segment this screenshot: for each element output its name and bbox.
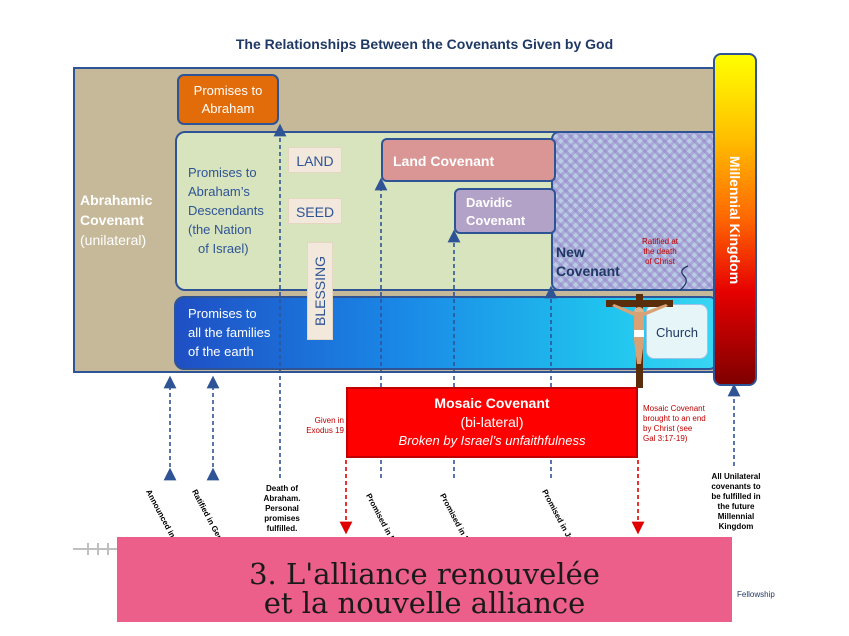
blessing-tag: BLESSING xyxy=(307,242,333,340)
ratified-squiggle xyxy=(679,265,689,291)
seed-tag: SEED xyxy=(288,198,342,224)
millennial-kingdom-bar: Millennial Kingdom xyxy=(713,53,757,386)
abrahamic-covenant-label: Abrahamic Covenant (unilateral) xyxy=(80,192,153,248)
land-covenant-box: Land Covenant xyxy=(381,138,556,182)
promises-families-box xyxy=(174,296,719,370)
death-of-abraham-note: Death of Abraham. Personal promises fulf… xyxy=(263,484,301,533)
mosaic-ended-note: Mosaic Covenant brought to an end by Chr… xyxy=(643,404,706,443)
timeline-axis xyxy=(73,543,118,555)
title-banner: 3. L'alliance renouvelée et la nouvelle … xyxy=(117,537,732,622)
promises-families-label: Promises to all the families of the eart… xyxy=(188,306,271,359)
davidic-covenant-box: Davidic Covenant xyxy=(454,188,556,234)
crucifix-icon xyxy=(606,294,673,388)
fellowship-credit: Fellowship xyxy=(737,590,775,599)
mosaic-covenant-box: Mosaic Covenant (bi-lateral) Broken by I… xyxy=(346,387,638,458)
promises-descendants-label: Promises to Abraham’s Descendants (the N… xyxy=(188,165,264,256)
promises-to-abraham-box: Promises to Abraham xyxy=(177,74,279,125)
church-box: Church xyxy=(646,304,708,359)
ratified-note: Ratified at the death of Christ xyxy=(641,237,679,266)
given-exodus-note: Given in Exodus 19 xyxy=(306,416,344,435)
all-unilateral-note: All Unilateral covenants to be fulfilled… xyxy=(711,472,761,531)
new-covenant-label: New Covenant xyxy=(556,244,620,279)
banner-line-2: et la nouvelle alliance xyxy=(263,586,586,620)
banner-line-1: 3. L'alliance renouvelée xyxy=(249,557,600,591)
diagram-title: The Relationships Between the Covenants … xyxy=(235,36,614,52)
land-tag: LAND xyxy=(288,147,342,173)
